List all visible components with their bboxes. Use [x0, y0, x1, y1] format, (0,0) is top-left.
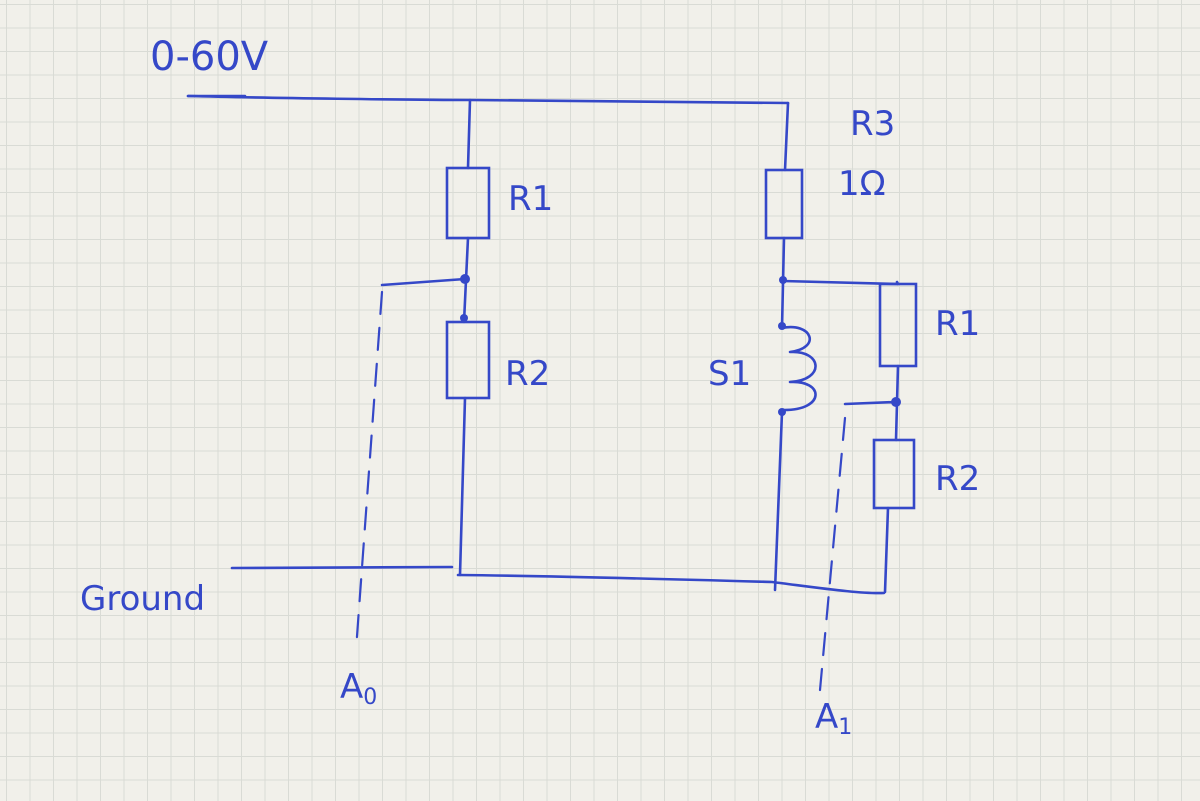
ground-rail-main — [456, 573, 886, 595]
left-r2-top-node — [460, 314, 468, 322]
right-r2-ground-wire — [883, 506, 890, 594]
right-probe-branch — [843, 400, 898, 406]
left-probe-main: A — [340, 667, 363, 707]
right-r3-value: 1Ω — [838, 164, 886, 204]
left-probe-branch — [380, 277, 467, 287]
right-r1-label: R1 — [935, 304, 980, 344]
left-feed-wire — [466, 98, 472, 170]
right-r2-label: R2 — [935, 459, 980, 499]
right-probe-label: A1 — [815, 697, 852, 740]
coil-s1 — [780, 325, 817, 412]
right-probe-line-a1 — [818, 416, 847, 692]
supply-label: 0-60V — [150, 34, 269, 80]
left-r2-resistor — [445, 320, 491, 400]
right-r3-label: R3 — [850, 104, 895, 144]
ground-label: Ground — [80, 579, 205, 619]
left-probe-sub: 0 — [363, 685, 377, 710]
left-r2-label: R2 — [505, 354, 550, 394]
left-r2-ground-wire — [458, 396, 467, 577]
left-probe-label: A0 — [340, 667, 377, 710]
left-r1-label: R1 — [508, 179, 553, 219]
ground-rail-left — [230, 565, 454, 570]
right-r3-resistor — [764, 168, 804, 240]
right-probe-sub: 1 — [838, 715, 852, 740]
left-r1-resistor — [445, 166, 491, 240]
right-r2-resistor — [872, 438, 916, 510]
right-probe-main: A — [815, 697, 838, 737]
left-probe-line-a0 — [354, 290, 384, 652]
right-coil-ground-wire — [773, 410, 784, 592]
supply-rail — [186, 94, 790, 105]
coil-s1-label: S1 — [708, 354, 751, 394]
right-r1-resistor — [878, 282, 918, 368]
right-feed-wire — [783, 101, 790, 172]
